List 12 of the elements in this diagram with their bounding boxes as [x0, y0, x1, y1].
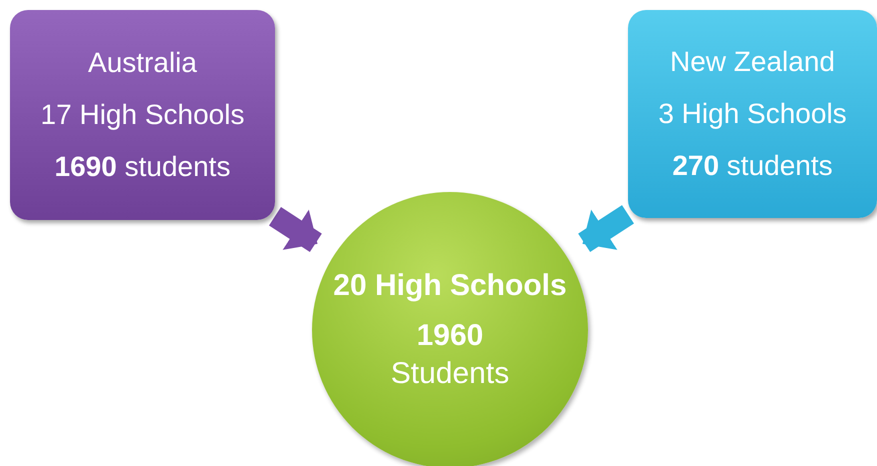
- region-box: [628, 10, 877, 218]
- node-text: 20 High Schools: [333, 268, 567, 304]
- region-box: [10, 10, 275, 220]
- block-arrow: [578, 205, 634, 252]
- node-text: 270 students: [672, 149, 833, 183]
- block-arrow: [269, 207, 322, 252]
- node-text: 1960 Students: [390, 318, 510, 392]
- node-text: 1690 students: [54, 150, 230, 184]
- node-text: 3 High Schools: [658, 97, 847, 131]
- node-text: 17 High Schools: [40, 98, 244, 132]
- node-text: New Zealand: [670, 45, 835, 79]
- node-text: Australia: [88, 46, 197, 80]
